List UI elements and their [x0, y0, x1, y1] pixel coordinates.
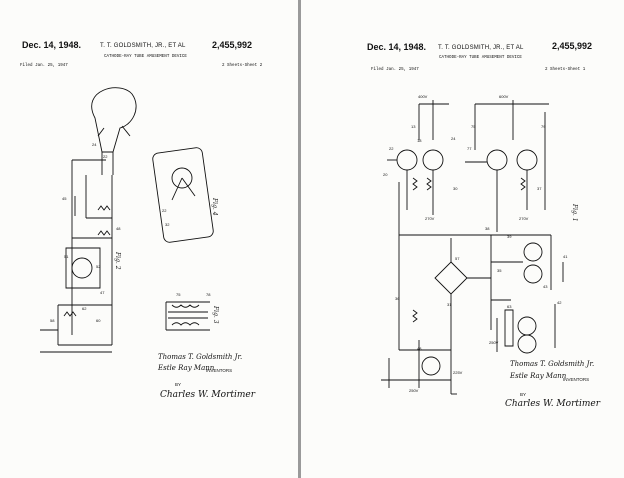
- sheet2-patent-number: 2,455,992: [212, 40, 253, 50]
- svg-text:42: 42: [557, 300, 562, 305]
- sheet1-inventors-header: T. T. GOLDSMITH, JR., ET AL: [438, 45, 524, 51]
- sheet1-filed: Filed Jan. 25, 1947: [371, 68, 419, 72]
- svg-text:31: 31: [447, 302, 452, 307]
- svg-text:22: 22: [162, 208, 167, 213]
- sheet1-by: BY: [520, 392, 527, 397]
- svg-text:77: 77: [467, 146, 472, 151]
- sheet2-by: BY: [175, 382, 182, 387]
- sheet2-sheet-count: 2 Sheets-Sheet 2: [222, 64, 263, 68]
- svg-text:79: 79: [541, 124, 546, 129]
- svg-text:400V: 400V: [418, 94, 428, 99]
- sheet2-inventors-word: INVENTORS: [206, 368, 233, 373]
- sheet2-date: Dec. 14, 1948.: [22, 40, 82, 50]
- svg-text:45: 45: [62, 196, 67, 201]
- svg-text:36: 36: [395, 296, 400, 301]
- sheet2-drawings: 22 24 45 51 52 47 48 58 62 60 22 32 75 78 Fig. …: [0, 0, 219, 478]
- svg-text:22: 22: [389, 146, 394, 151]
- sheet1-signature-goldsmith: Thomas T. Goldsmith Jr.: [510, 360, 595, 368]
- sheet2-title: CATHODE-RAY TUBE AMUSEMENT DEVICE: [104, 55, 187, 59]
- sheet2-signature-mann: Estle Ray Mann: [158, 364, 215, 372]
- sheet2-filed: Filed Jan. 25, 1947: [20, 64, 68, 68]
- svg-text:32: 32: [165, 222, 170, 227]
- svg-text:270V: 270V: [519, 216, 529, 221]
- svg-text:52: 52: [96, 264, 101, 269]
- svg-text:270V: 270V: [425, 216, 435, 221]
- sheet1-signature-mann: Estle Ray Mann: [510, 372, 567, 380]
- svg-text:47: 47: [100, 290, 105, 295]
- patent-sheet-1: Dec. 14, 1948. T. T. GOLDSMITH, JR., ET …: [301, 0, 624, 478]
- fig-4-label: Fig. 4: [211, 197, 218, 216]
- sheet1-date: Dec. 14, 1948.: [367, 42, 427, 52]
- svg-text:250V: 250V: [409, 388, 419, 393]
- svg-text:63: 63: [507, 304, 512, 309]
- svg-text:60: 60: [96, 318, 101, 323]
- svg-text:75: 75: [176, 292, 181, 297]
- sheet2-signature-goldsmith: Thomas T. Goldsmith Jr.: [158, 353, 243, 361]
- svg-text:48: 48: [116, 226, 121, 231]
- sheet1-patent-number: 2,455,992: [552, 41, 593, 51]
- sheet1-attorney-signature: Charles W. Mortimer: [505, 399, 601, 409]
- sheet2-attorney-signature: Charles W. Mortimer: [160, 390, 256, 400]
- svg-text:51: 51: [64, 254, 69, 259]
- sheet1-drawings: 400V 600V 13 18 22 20 24 75 77 79 30 37 270V 27…: [301, 94, 578, 478]
- svg-text:58: 58: [50, 318, 55, 323]
- sheet1-title: CATHODE-RAY TUBE AMUSEMENT DEVICE: [439, 56, 522, 60]
- svg-text:24: 24: [451, 136, 456, 141]
- fig-3-label: Fig. 3: [212, 305, 219, 324]
- svg-text:38: 38: [485, 226, 490, 231]
- svg-text:250V: 250V: [489, 340, 499, 345]
- svg-text:43: 43: [543, 284, 548, 289]
- svg-text:20: 20: [383, 172, 388, 177]
- svg-text:41: 41: [563, 254, 568, 259]
- svg-text:37: 37: [537, 186, 542, 191]
- svg-text:13: 13: [411, 124, 416, 129]
- svg-text:225V: 225V: [453, 370, 463, 375]
- sheet2-inventors-header: T. T. GOLDSMITH, JR., ET AL: [100, 43, 186, 49]
- patent-sheet-2: Dec. 14, 1948. T. T. GOLDSMITH, JR., ET …: [0, 0, 298, 478]
- svg-text:24: 24: [92, 142, 97, 147]
- svg-text:30: 30: [453, 186, 458, 191]
- svg-text:18: 18: [417, 138, 422, 143]
- fig-1-label: Fig. 1: [571, 203, 578, 222]
- svg-text:78: 78: [206, 292, 211, 297]
- svg-text:62: 62: [82, 306, 87, 311]
- svg-text:48: 48: [417, 346, 422, 351]
- svg-text:75: 75: [471, 124, 476, 129]
- svg-text:57: 57: [455, 256, 460, 261]
- svg-text:35: 35: [497, 268, 502, 273]
- fig-2-label: Fig. 2: [114, 251, 121, 270]
- sheet1-sheet-count: 2 Sheets-Sheet 1: [545, 68, 586, 72]
- sheet1-inventors-word: INVENTORS: [563, 377, 590, 382]
- svg-text:39: 39: [507, 234, 512, 239]
- svg-text:22: 22: [103, 154, 108, 159]
- svg-text:600V: 600V: [499, 94, 509, 99]
